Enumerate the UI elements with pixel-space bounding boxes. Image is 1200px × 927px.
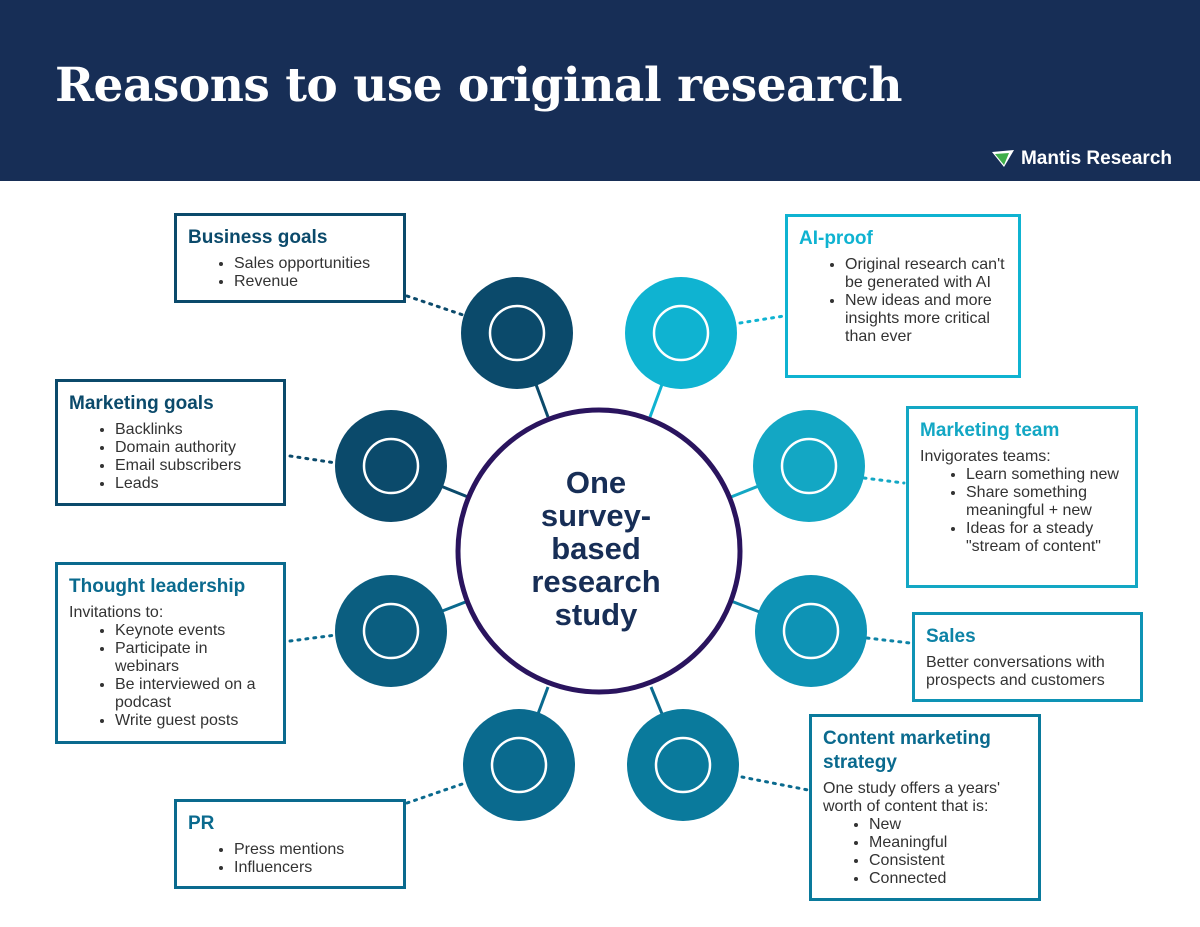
list-item: Learn something new	[966, 466, 1125, 484]
marketing-team-box: Marketing team Invigorates teams: Learn …	[906, 406, 1138, 588]
list-item: Share something meaningful + new	[966, 484, 1125, 520]
bullet-list: Sales opportunities Revenue	[188, 255, 393, 291]
bullet-list: Keynote events Participate in webinars B…	[69, 622, 273, 730]
center-line: based	[551, 531, 641, 566]
center-line: survey-	[540, 498, 652, 533]
logo-text: Mantis Research	[1020, 148, 1172, 169]
box-title: AI-proof	[799, 228, 873, 249]
business-goals-box: Business goals Sales opportunities Reven…	[174, 213, 406, 303]
list-item: Meaningful	[869, 834, 1028, 852]
thought-leadership-box: Thought leadership Invitations to: Keyno…	[55, 562, 286, 744]
box-title: Marketing goals	[69, 393, 214, 414]
box-title: Marketing team	[920, 420, 1060, 441]
mantis-logo-icon	[991, 150, 1014, 167]
center-line: research	[531, 564, 661, 599]
bullet-list: Press mentions Influencers	[188, 841, 393, 877]
bullet-list: Backlinks Domain authority Email subscri…	[69, 421, 273, 493]
dotted-connector-ai-proof	[738, 314, 786, 325]
box-title: Content marketing strategy	[823, 728, 991, 773]
box-title: PR	[188, 813, 215, 834]
satellite-marketing-goals	[335, 410, 447, 522]
satellite-business	[461, 277, 573, 389]
list-item: Sales opportunities	[234, 255, 393, 273]
dotted-connector-marketing-goals	[288, 454, 338, 465]
brand-logo: Mantis Research	[991, 148, 1172, 170]
list-item: Be interviewed on a podcast	[115, 676, 273, 712]
ai-proof-box: AI-proof Original research can't be gene…	[785, 214, 1021, 378]
header-banner: Reasons to use original research Mantis …	[0, 0, 1200, 181]
satellite-ai-proof	[625, 277, 737, 389]
list-item: Domain authority	[115, 439, 273, 457]
list-item: Backlinks	[115, 421, 273, 439]
satellite-marketing-team	[753, 410, 865, 522]
list-item: Influencers	[234, 859, 393, 877]
list-item: Consistent	[869, 852, 1028, 870]
box-intro: One study offers a years' worth of conte…	[823, 780, 1001, 815]
list-item: Ideas for a steady "stream of content"	[966, 520, 1125, 556]
dotted-connector-marketing-team	[862, 476, 906, 485]
content-strategy-box: Content marketing strategy One study off…	[809, 714, 1041, 901]
list-item: Press mentions	[234, 841, 393, 859]
satellite-pr	[463, 709, 575, 821]
satellite-content	[627, 709, 739, 821]
satellite-sales	[755, 575, 867, 687]
box-intro: Invigorates teams:	[920, 448, 1051, 465]
box-intro: Better conversations with prospects and …	[926, 654, 1105, 689]
list-item: Revenue	[234, 273, 393, 291]
dotted-connector-thought-leadership	[288, 633, 338, 643]
list-item: Original research can't be generated wit…	[845, 256, 1008, 292]
pr-box: PR Press mentions Influencers	[174, 799, 406, 889]
sales-box: Sales Better conversations with prospect…	[912, 612, 1143, 702]
center-line: One	[565, 465, 627, 500]
list-item: New	[869, 816, 1028, 834]
box-title: Sales	[926, 626, 976, 647]
dotted-connector-sales	[865, 636, 912, 645]
list-item: Keynote events	[115, 622, 273, 640]
bullet-list: Original research can't be generated wit…	[799, 256, 1008, 346]
list-item: Participate in webinars	[115, 640, 273, 676]
dotted-connector-pr	[405, 780, 470, 805]
list-item: Leads	[115, 475, 273, 493]
bullet-list: Learn something new Share something mean…	[920, 466, 1125, 556]
box-intro: Invitations to:	[69, 604, 164, 621]
list-item: Email subscribers	[115, 457, 273, 475]
dotted-connector-business	[405, 294, 468, 318]
bullet-list: New Meaningful Consistent Connected	[823, 816, 1028, 888]
marketing-goals-box: Marketing goals Backlinks Domain authori…	[55, 379, 286, 506]
list-item: Write guest posts	[115, 712, 273, 730]
center-label: One survey- based research study	[470, 466, 722, 631]
list-item: New ideas and more insights more critica…	[845, 292, 1008, 346]
list-item: Connected	[869, 870, 1028, 888]
center-line: study	[554, 597, 638, 632]
page-title: Reasons to use original research	[55, 58, 903, 113]
box-title: Business goals	[188, 227, 328, 248]
center-hub-circle	[455, 407, 743, 695]
dotted-connector-content	[740, 775, 810, 792]
box-title: Thought leadership	[69, 576, 246, 597]
satellite-thought-leadership	[335, 575, 447, 687]
